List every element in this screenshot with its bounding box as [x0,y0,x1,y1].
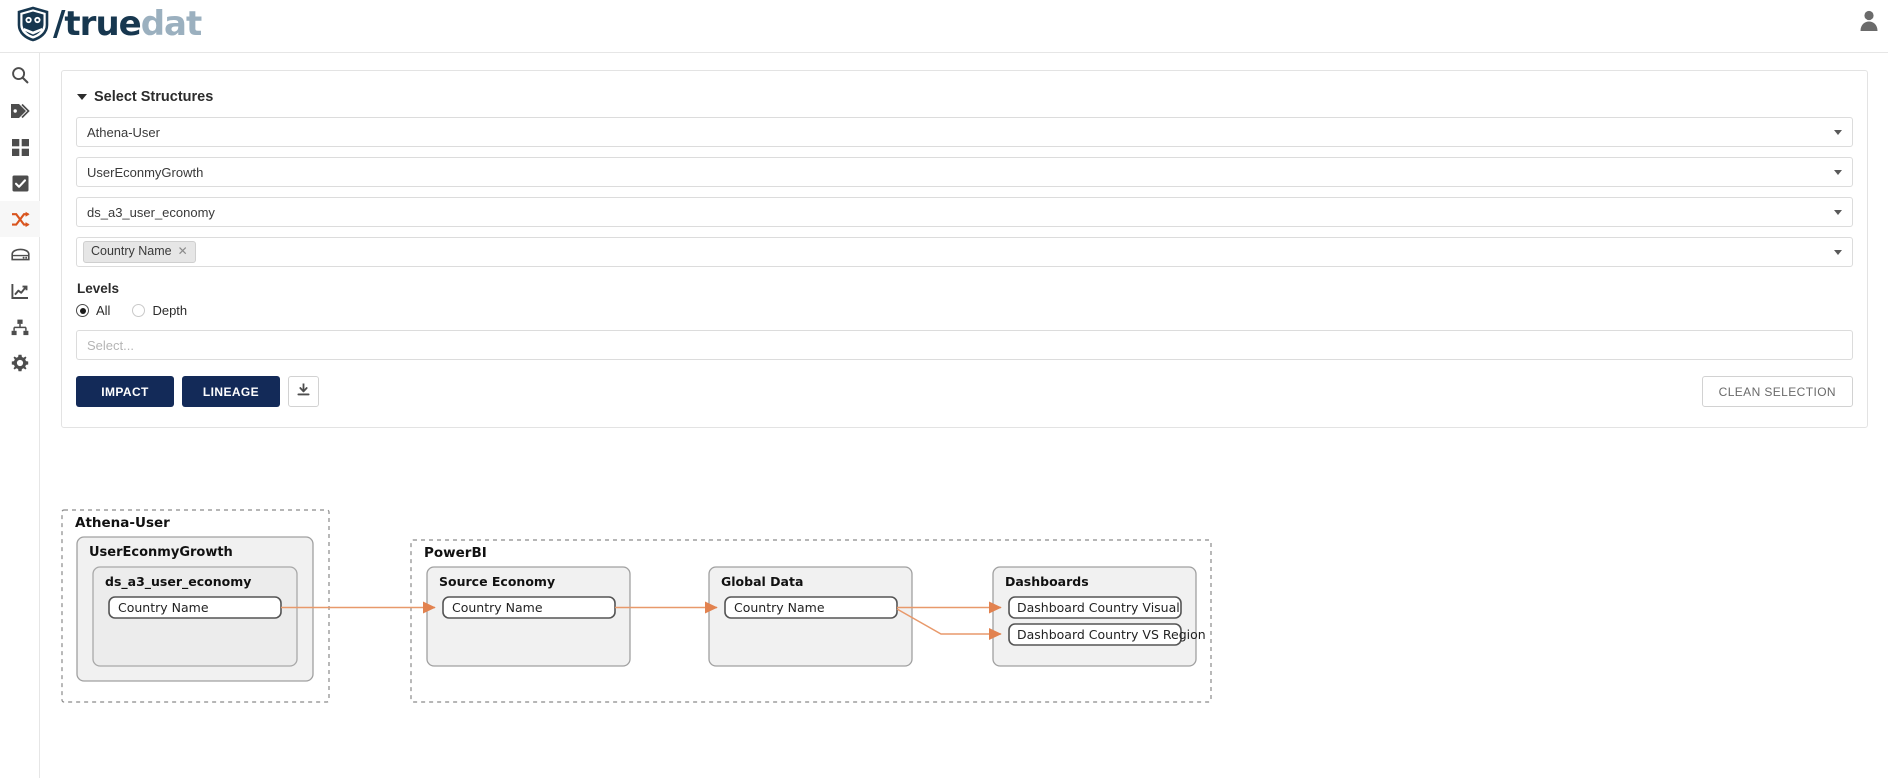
field-chip-label: Country Name [91,244,172,258]
main-content: Select Structures Athena-User UserEconmy… [41,53,1888,778]
checkbox-icon [12,175,29,192]
graph-edge-4 [896,608,1002,640]
grid-icon [11,138,29,156]
chevron-down-icon [1834,210,1842,215]
search-icon [11,66,29,84]
graph-node-usereconmygrowth-label: UserEconmyGrowth [89,545,233,560]
sidebar-item-settings[interactable] [0,345,40,381]
close-icon[interactable]: ✕ [177,244,188,258]
sidebar-item-tasks[interactable] [0,165,40,201]
group-select[interactable]: UserEconmyGrowth [76,157,1853,187]
user-avatar-icon[interactable] [1858,8,1880,32]
graph-node-dashboards-label: Dashboards [1005,574,1089,589]
radio-depth-label[interactable]: Depth [152,303,188,318]
graph-node-global-data-label: Global Data [721,574,803,589]
clean-selection-button[interactable]: CLEAN SELECTION [1701,376,1853,407]
sidebar-item-lineage[interactable] [0,201,40,237]
graph-field-dashboard-country-vs-region-label: Dashboard Country VS Region [1017,627,1206,642]
graph-field-country-name-source-label: Country Name [118,600,209,615]
left-sidebar [0,53,40,778]
graph-field-dashboard-country-vs-region[interactable] [1008,623,1182,646]
chevron-down-icon [77,94,87,100]
panel-header[interactable]: Select Structures [77,89,1853,105]
panel-actions: IMPACT LINEAGE CLEAN SELECTION [76,376,1853,407]
chevron-down-icon [1834,250,1842,255]
depth-select[interactable]: Select... [76,330,1853,360]
sidebar-item-search[interactable] [0,57,40,93]
radio-depth[interactable] [132,304,146,317]
lineage-button[interactable]: LINEAGE [182,376,280,407]
tags-icon [10,102,30,120]
radio-all-dot [79,307,86,314]
shuffle-icon [11,211,30,228]
field-multiselect[interactable]: Country Name ✕ [76,237,1853,267]
download-button[interactable] [288,376,319,407]
sidebar-item-database[interactable] [0,237,40,273]
select-structures-panel: Select Structures Athena-User UserEconmy… [61,70,1868,428]
chevron-down-icon [1834,170,1842,175]
system-select-value: Athena-User [87,124,160,140]
field-chip[interactable]: Country Name ✕ [83,241,196,263]
download-icon [296,382,311,402]
chart-icon [11,283,29,300]
depth-select-placeholder: Select... [87,337,134,353]
lineage-graph[interactable]: Athena-User UserEconmyGrowth ds_a3_user_… [61,493,1871,778]
database-icon [10,248,30,263]
graph-group-powerbi-label: PowerBI [424,545,487,561]
structure-select-value: ds_a3_user_economy [87,204,215,220]
levels-radio-group: All Depth [76,303,1853,318]
gear-icon [11,354,29,372]
sitemap-icon [11,319,29,336]
graph-node-source-economy-label: Source Economy [439,574,555,589]
graph-field-country-name-source-economy-label: Country Name [452,600,543,615]
sidebar-item-hierarchy[interactable] [0,309,40,345]
brand-secondary: dat [140,4,203,44]
panel-title-text: Select Structures [94,89,214,105]
brand-wordmark: /truedat [53,4,203,44]
levels-label: Levels [77,281,120,296]
sidebar-item-tags[interactable] [0,93,40,129]
chevron-down-icon [1834,130,1842,135]
graph-field-dashboard-country-visual-label: Dashboard Country Visual [1017,600,1180,615]
owl-shield-icon [14,5,52,43]
impact-button[interactable]: IMPACT [76,376,174,407]
top-bar: /truedat [0,0,1888,53]
radio-all-label[interactable]: All [96,303,111,318]
sidebar-item-grid[interactable] [0,129,40,165]
graph-field-dashboard-country-visual[interactable] [1008,596,1182,619]
radio-all[interactable] [76,304,89,317]
graph-node-ds-a3-user-economy-label: ds_a3_user_economy [105,574,251,590]
sidebar-item-metrics[interactable] [0,273,40,309]
system-select[interactable]: Athena-User [76,117,1853,147]
brand-primary: /true [53,4,142,44]
graph-field-country-name-global-data-label: Country Name [734,600,825,615]
structure-select[interactable]: ds_a3_user_economy [76,197,1853,227]
group-select-value: UserEconmyGrowth [87,164,204,180]
app-logo[interactable]: /truedat [14,4,203,44]
graph-group-athena-user-label: Athena-User [75,515,170,531]
